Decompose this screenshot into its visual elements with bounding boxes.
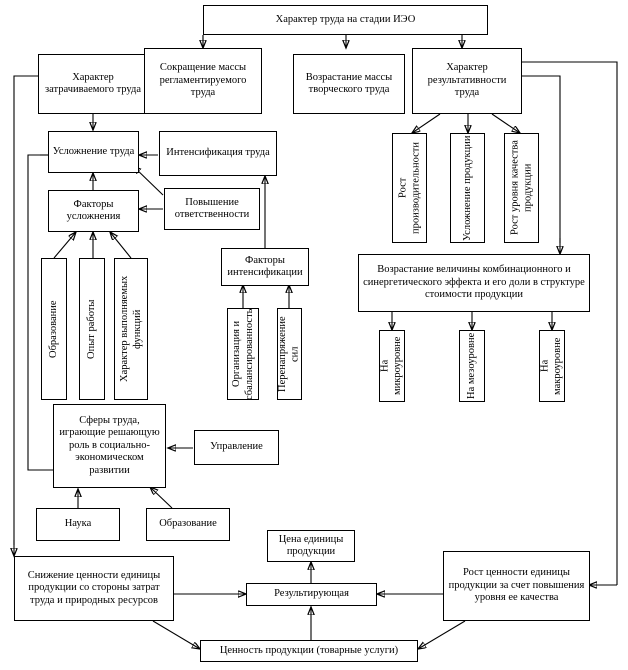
- node-upravlenie[interactable]: Управление: [194, 430, 279, 465]
- node-harakter-vypolnyaemyh-funkciy[interactable]: Характер выполняемых функций: [114, 258, 148, 400]
- wire-rost-to-cennost: [418, 620, 466, 649]
- wire-sfery-to-uslozhnenie: [27, 154, 53, 471]
- wire-rez-to-rost-kach: [491, 113, 520, 133]
- wire-rez-to-rost-proizv: [412, 113, 441, 133]
- node-na-mikrourovne[interactable]: На микроуровне: [379, 330, 405, 402]
- wire-rez-to-vozrastanie-velichiny: [522, 75, 561, 243]
- node-faktory-intensifikacii[interactable]: Факторы интенсификации: [221, 248, 309, 286]
- node-obrazovanie[interactable]: Образование: [146, 508, 230, 541]
- node-vozrastanie-massy-tvorcheskogo-truda[interactable]: Возрастание массы творческого труда: [293, 54, 405, 114]
- wire-funkcii-to-faktory: [110, 232, 132, 259]
- node-obrazovanie-vertical[interactable]: Образование: [41, 258, 67, 400]
- node-uslozhnenie-produkcii[interactable]: Усложнение продукции: [450, 133, 485, 243]
- node-rost-cennosti-edinicy[interactable]: Рост ценности единицы продукции за счет …: [443, 551, 590, 621]
- wire-obrazovanie-to-faktory: [53, 232, 76, 259]
- node-snizhenie-cennosti-edinicy[interactable]: Снижение ценности единицы продукции со с…: [14, 556, 174, 621]
- node-na-mezourovne[interactable]: На мезоуровне: [459, 330, 485, 402]
- node-perenapryazhenie-sil[interactable]: Перенапряжение сил: [277, 308, 302, 400]
- node-harakter-zatrachivaemogo-truda[interactable]: Характер затрачиваемого труда: [38, 54, 148, 114]
- node-cena-edinicy-produkcii[interactable]: Цена единицы продукции: [267, 530, 355, 562]
- wire-obrazovanie-to-sfery: [150, 487, 173, 509]
- node-faktory-uslozhneniya[interactable]: Факторы усложнения: [48, 190, 139, 232]
- node-intensifikaciya-truda[interactable]: Интенсификация труда: [159, 131, 277, 176]
- wire-right-outer-loop: [522, 61, 618, 585]
- node-cennost-produkcii[interactable]: Ценность продукции (товарные услуги): [200, 640, 418, 662]
- node-povyshenie-otvetstvennosti[interactable]: Повышение ответственности: [164, 188, 260, 230]
- node-harakter-rezultativnosti-truda[interactable]: Характер результативности труда: [412, 48, 522, 114]
- node-root[interactable]: Характер труда на стадии ИЭО: [203, 5, 488, 35]
- node-vozrastanie-velichiny-effekta[interactable]: Возрастание величины комбинационного и с…: [358, 254, 590, 312]
- wire-left-outer-loop: [13, 75, 38, 545]
- node-rost-proizvoditelnosti[interactable]: Рост производительности: [392, 133, 427, 243]
- node-rezultiruyushaya[interactable]: Результирующая: [246, 583, 377, 606]
- node-opyt-raboty[interactable]: Опыт работы: [79, 258, 105, 400]
- wire-snizhenie-to-cennost: [152, 620, 200, 649]
- node-rost-urovnya-kachestva-produkcii[interactable]: Рост уровня качества продукции: [504, 133, 539, 243]
- node-uslozhnenie-truda[interactable]: Усложнение труда: [48, 131, 139, 173]
- node-organizaciya-i-sbalansirovannost[interactable]: Организация и сбалансированность: [227, 308, 259, 400]
- node-sfery-truda[interactable]: Сферы труда, играющие решающую роль в со…: [53, 404, 166, 488]
- node-nauka[interactable]: Наука: [36, 508, 120, 541]
- node-na-makrourovne[interactable]: На макроуровне: [539, 330, 565, 402]
- node-sokrashenie-massy-reglamentiruemogo-truda[interactable]: Сокращение массы регламентируемого труда: [144, 48, 262, 114]
